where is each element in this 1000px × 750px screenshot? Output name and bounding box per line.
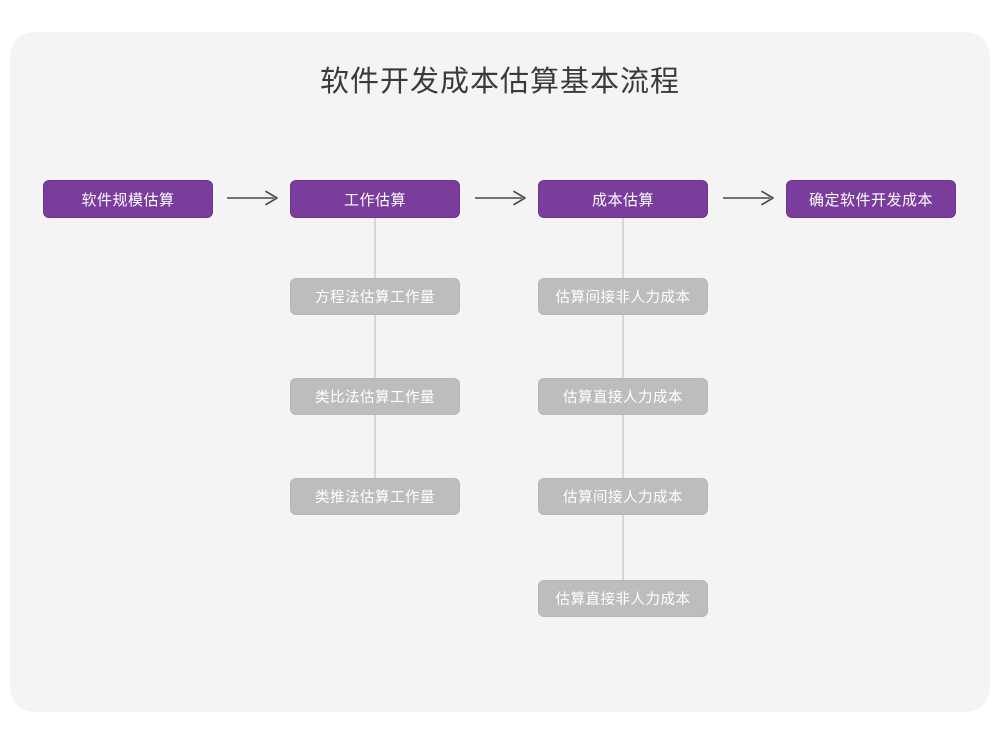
page-title: 软件开发成本估算基本流程 xyxy=(319,66,680,98)
stage-node-4[interactable]: 确定软件开发成本 xyxy=(786,180,956,218)
connector-line-stage3-4 xyxy=(622,496,624,603)
diagram-card xyxy=(10,32,990,712)
substep-node-stage3-4[interactable]: 估算直接非人力成本 xyxy=(538,580,708,617)
substep-node-stage2-3[interactable]: 类推法估算工作量 xyxy=(290,478,460,515)
arrow-right-icon-3 xyxy=(722,189,778,207)
connector-line-stage2-2 xyxy=(374,296,376,401)
connector-line-stage3-2 xyxy=(622,296,624,401)
stage-node-2[interactable]: 工作估算 xyxy=(290,180,460,218)
connector-line-stage2-1 xyxy=(374,205,376,300)
substep-node-stage3-1[interactable]: 估算间接非人力成本 xyxy=(538,278,708,315)
connector-line-stage2-3 xyxy=(374,396,376,501)
substep-node-stage3-2[interactable]: 估算直接人力成本 xyxy=(538,378,708,415)
substep-node-stage2-2[interactable]: 类比法估算工作量 xyxy=(290,378,460,415)
substep-node-stage2-1[interactable]: 方程法估算工作量 xyxy=(290,278,460,315)
connector-line-stage3-3 xyxy=(622,396,624,501)
stage-node-3[interactable]: 成本估算 xyxy=(538,180,708,218)
arrow-right-icon-2 xyxy=(474,189,530,207)
stage-node-1[interactable]: 软件规模估算 xyxy=(43,180,213,218)
arrow-right-icon-1 xyxy=(226,189,282,207)
connector-line-stage3-1 xyxy=(622,205,624,300)
substep-node-stage3-3[interactable]: 估算间接人力成本 xyxy=(538,478,708,515)
